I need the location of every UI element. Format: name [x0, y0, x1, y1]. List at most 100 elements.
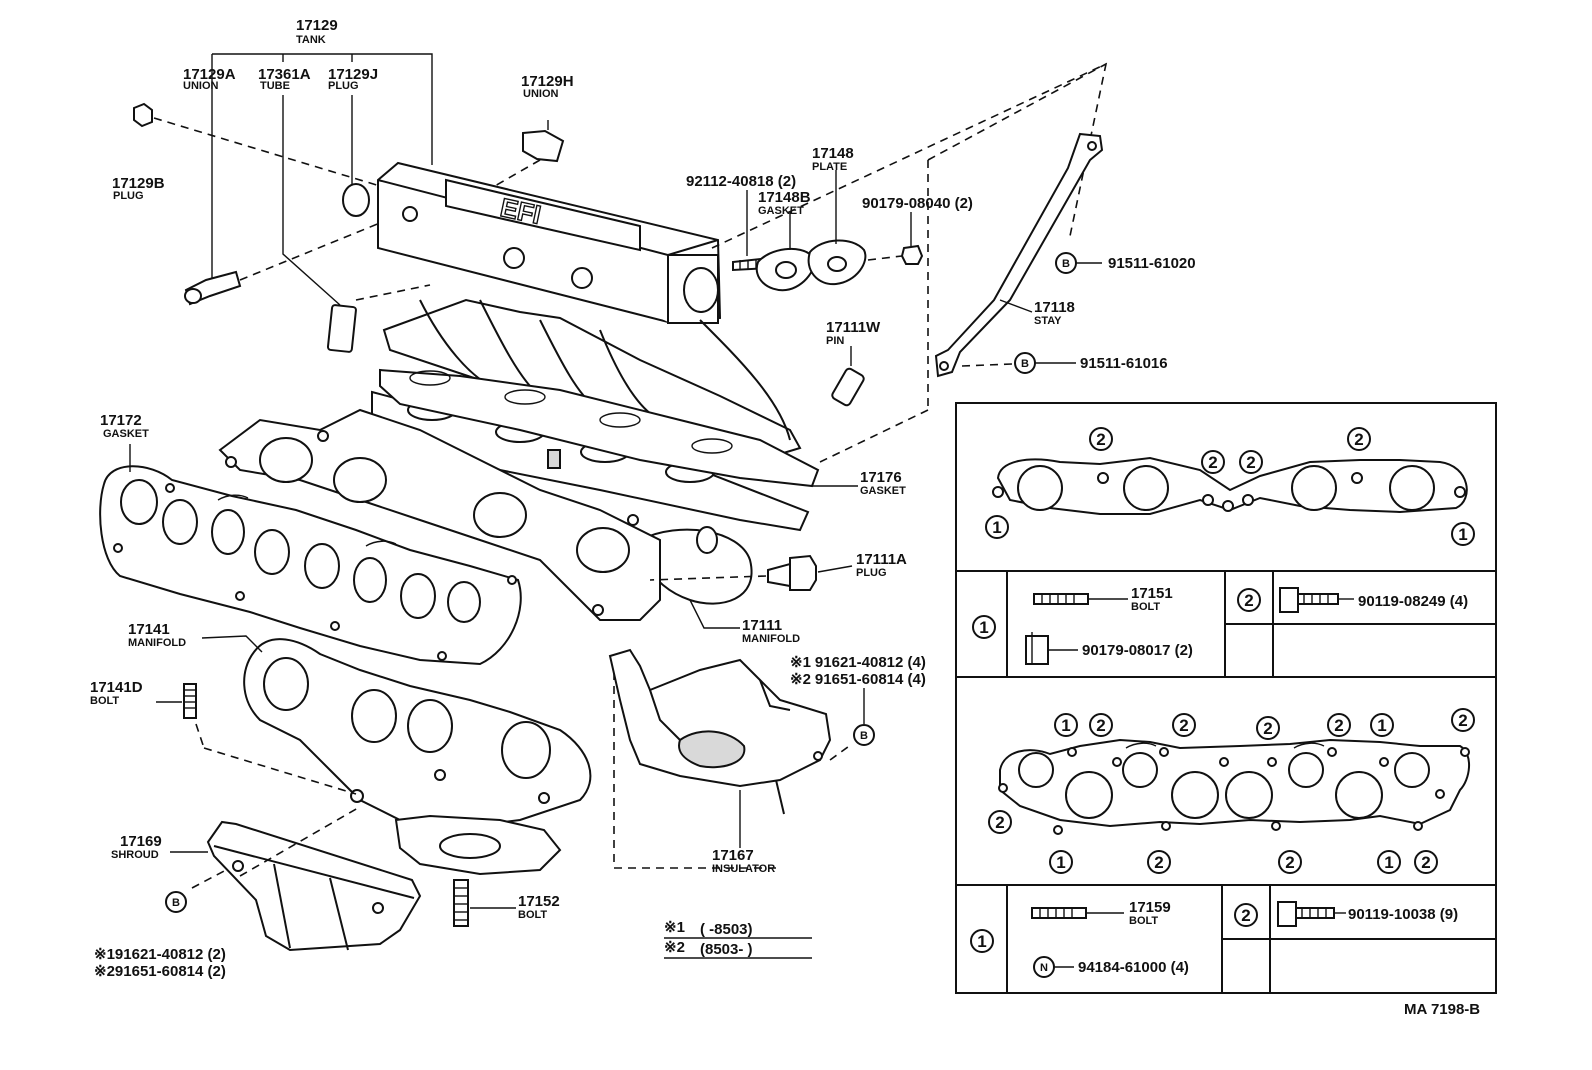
marker-2-icon: 2 [1256, 716, 1280, 740]
part-17129J-caption: PLUG [328, 80, 359, 92]
part-17141-caption: MANIFOLD [128, 637, 186, 649]
marker-1-icon: 1 [985, 515, 1009, 539]
bolt-17141D-drawing [156, 683, 357, 795]
marker-1-icon: 1 [970, 929, 994, 953]
svg-text:2: 2 [1285, 853, 1294, 872]
part-17111W-caption: PIN [826, 335, 844, 347]
box-lower-bolt1-number: 17159 [1129, 899, 1171, 916]
stay-17118-drawing [711, 62, 1108, 463]
diagram-code: MA 7198-B [1404, 1001, 1480, 1018]
part-90179-08040-number: 90179-08040 (2) [862, 195, 973, 212]
svg-text:1: 1 [1377, 716, 1386, 735]
part-17118-number: 17118 [1034, 299, 1075, 316]
tube-17361A-drawing [326, 284, 431, 353]
part-17361A-number: 17361A [258, 66, 311, 83]
svg-text:2: 2 [995, 813, 1004, 832]
svg-text:1: 1 [977, 932, 986, 951]
svg-text:1: 1 [979, 618, 988, 637]
union-17129H-drawing [487, 120, 565, 191]
marker-2-icon: 2 [1237, 588, 1261, 612]
marker-b-label: B [860, 730, 868, 742]
box-upper-hardware [1025, 587, 1354, 665]
manifold-17141-drawing [243, 638, 592, 876]
svg-text:1: 1 [1061, 716, 1070, 735]
part-17111A-number: 17111A [856, 551, 907, 568]
svg-text:1: 1 [992, 518, 1001, 537]
marker-1-icon: 1 [1377, 850, 1401, 874]
part-17111-number: 17111 [742, 617, 782, 634]
part-17129B-caption: PLUG [113, 190, 144, 202]
svg-text:2: 2 [1241, 906, 1250, 925]
marker-b-icon [853, 724, 875, 746]
part-17129-number: 17129 [296, 17, 338, 34]
marker-2-icon: 2 [988, 810, 1012, 834]
svg-text:1: 1 [1458, 525, 1467, 544]
manifold-17111-flanges [218, 408, 661, 621]
part-92112-number: 92112-40818 (2) [686, 173, 796, 190]
marker-b-label: B [1062, 258, 1070, 270]
plug-17129B-drawing [133, 102, 381, 187]
part-17129J-number: 17129J [328, 66, 378, 83]
plug-17129J-drawing [342, 183, 370, 217]
box-lower-bolt1-caption: BOLT [1129, 915, 1158, 927]
box-lower-bolt2-number: 90119-10038 (9) [1348, 906, 1458, 923]
part-17152-caption: BOLT [518, 909, 547, 921]
svg-text:2: 2 [1421, 853, 1430, 872]
marker-2-icon: 2 [1234, 903, 1258, 927]
bolt-17152-drawing [453, 879, 516, 927]
marker-2-icon: 2 [1239, 450, 1263, 474]
part-17111-caption: MANIFOLD [742, 633, 800, 645]
marker-2-icon: 2 [1278, 850, 1302, 874]
tank-callout-lines [211, 53, 433, 306]
svg-text:2: 2 [1354, 430, 1363, 449]
box-lower-gasket-drawing [998, 738, 1470, 835]
svg-text:2: 2 [1263, 719, 1272, 738]
part-17141-number: 17141 [128, 621, 170, 638]
gasket-17172-drawing [99, 465, 522, 666]
svg-text:2: 2 [1246, 453, 1255, 472]
part-17169-caption: SHROUD [111, 849, 159, 861]
part-91621-40812-2-number: ※191621-40812 (2) [94, 946, 226, 963]
part-17129A-number: 17129A [183, 66, 236, 83]
part-91651-60814-2-number: ※291651-60814 (2) [94, 963, 226, 980]
marker-b-label: B [172, 897, 180, 909]
svg-text:2: 2 [1179, 716, 1188, 735]
plug-17111A-drawing [649, 554, 853, 591]
svg-text:1: 1 [1384, 853, 1393, 872]
marker-1-icon: 1 [1054, 713, 1078, 737]
marker-2-icon: 2 [1201, 450, 1225, 474]
marker-b-label: B [1021, 358, 1029, 370]
part-17361A-caption: TUBE [260, 80, 290, 92]
part-17169-number: 17169 [120, 833, 162, 850]
part-17129-caption: TANK [296, 34, 326, 46]
marker-n-label: N [1040, 962, 1048, 974]
box-lower-nut1-number: 94184-61000 (4) [1078, 959, 1189, 976]
marker-2-icon: 2 [1147, 850, 1171, 874]
marker-2-icon: 2 [1089, 713, 1113, 737]
legend-text-1: ( -8503) [700, 921, 753, 938]
svg-text:2: 2 [1458, 711, 1467, 730]
box-upper-gasket-drawing [992, 456, 1468, 515]
legend-text-2: (8503- ) [700, 941, 753, 958]
marker-2-icon: 2 [1327, 713, 1351, 737]
marker-2-icon: 2 [1347, 427, 1371, 451]
svg-text:2: 2 [1208, 453, 1217, 472]
svg-text:2: 2 [1154, 853, 1163, 872]
part-17141D-number: 17141D [90, 679, 143, 696]
part-17172-number: 17172 [100, 412, 142, 429]
legend-mark-1: ※1 [664, 919, 685, 936]
marker-1-icon: 1 [1370, 713, 1394, 737]
part-91511-61016-number: 91511-61016 [1080, 355, 1168, 372]
shroud-17169-drawing [191, 807, 422, 952]
part-17141D-caption: BOLT [90, 695, 119, 707]
part-17111A-caption: PLUG [856, 567, 887, 579]
legend-mark-2: ※2 [664, 939, 685, 956]
part-17148B-number: 17148B [758, 189, 811, 206]
svg-text:2: 2 [1096, 430, 1105, 449]
part-17176-caption: GASKET [860, 485, 906, 497]
part-17148B-caption: GASKET [758, 205, 804, 217]
insulator-17167-drawing [608, 648, 853, 869]
svg-text:1: 1 [1056, 853, 1065, 872]
part-17129H-caption: UNION [523, 88, 559, 100]
